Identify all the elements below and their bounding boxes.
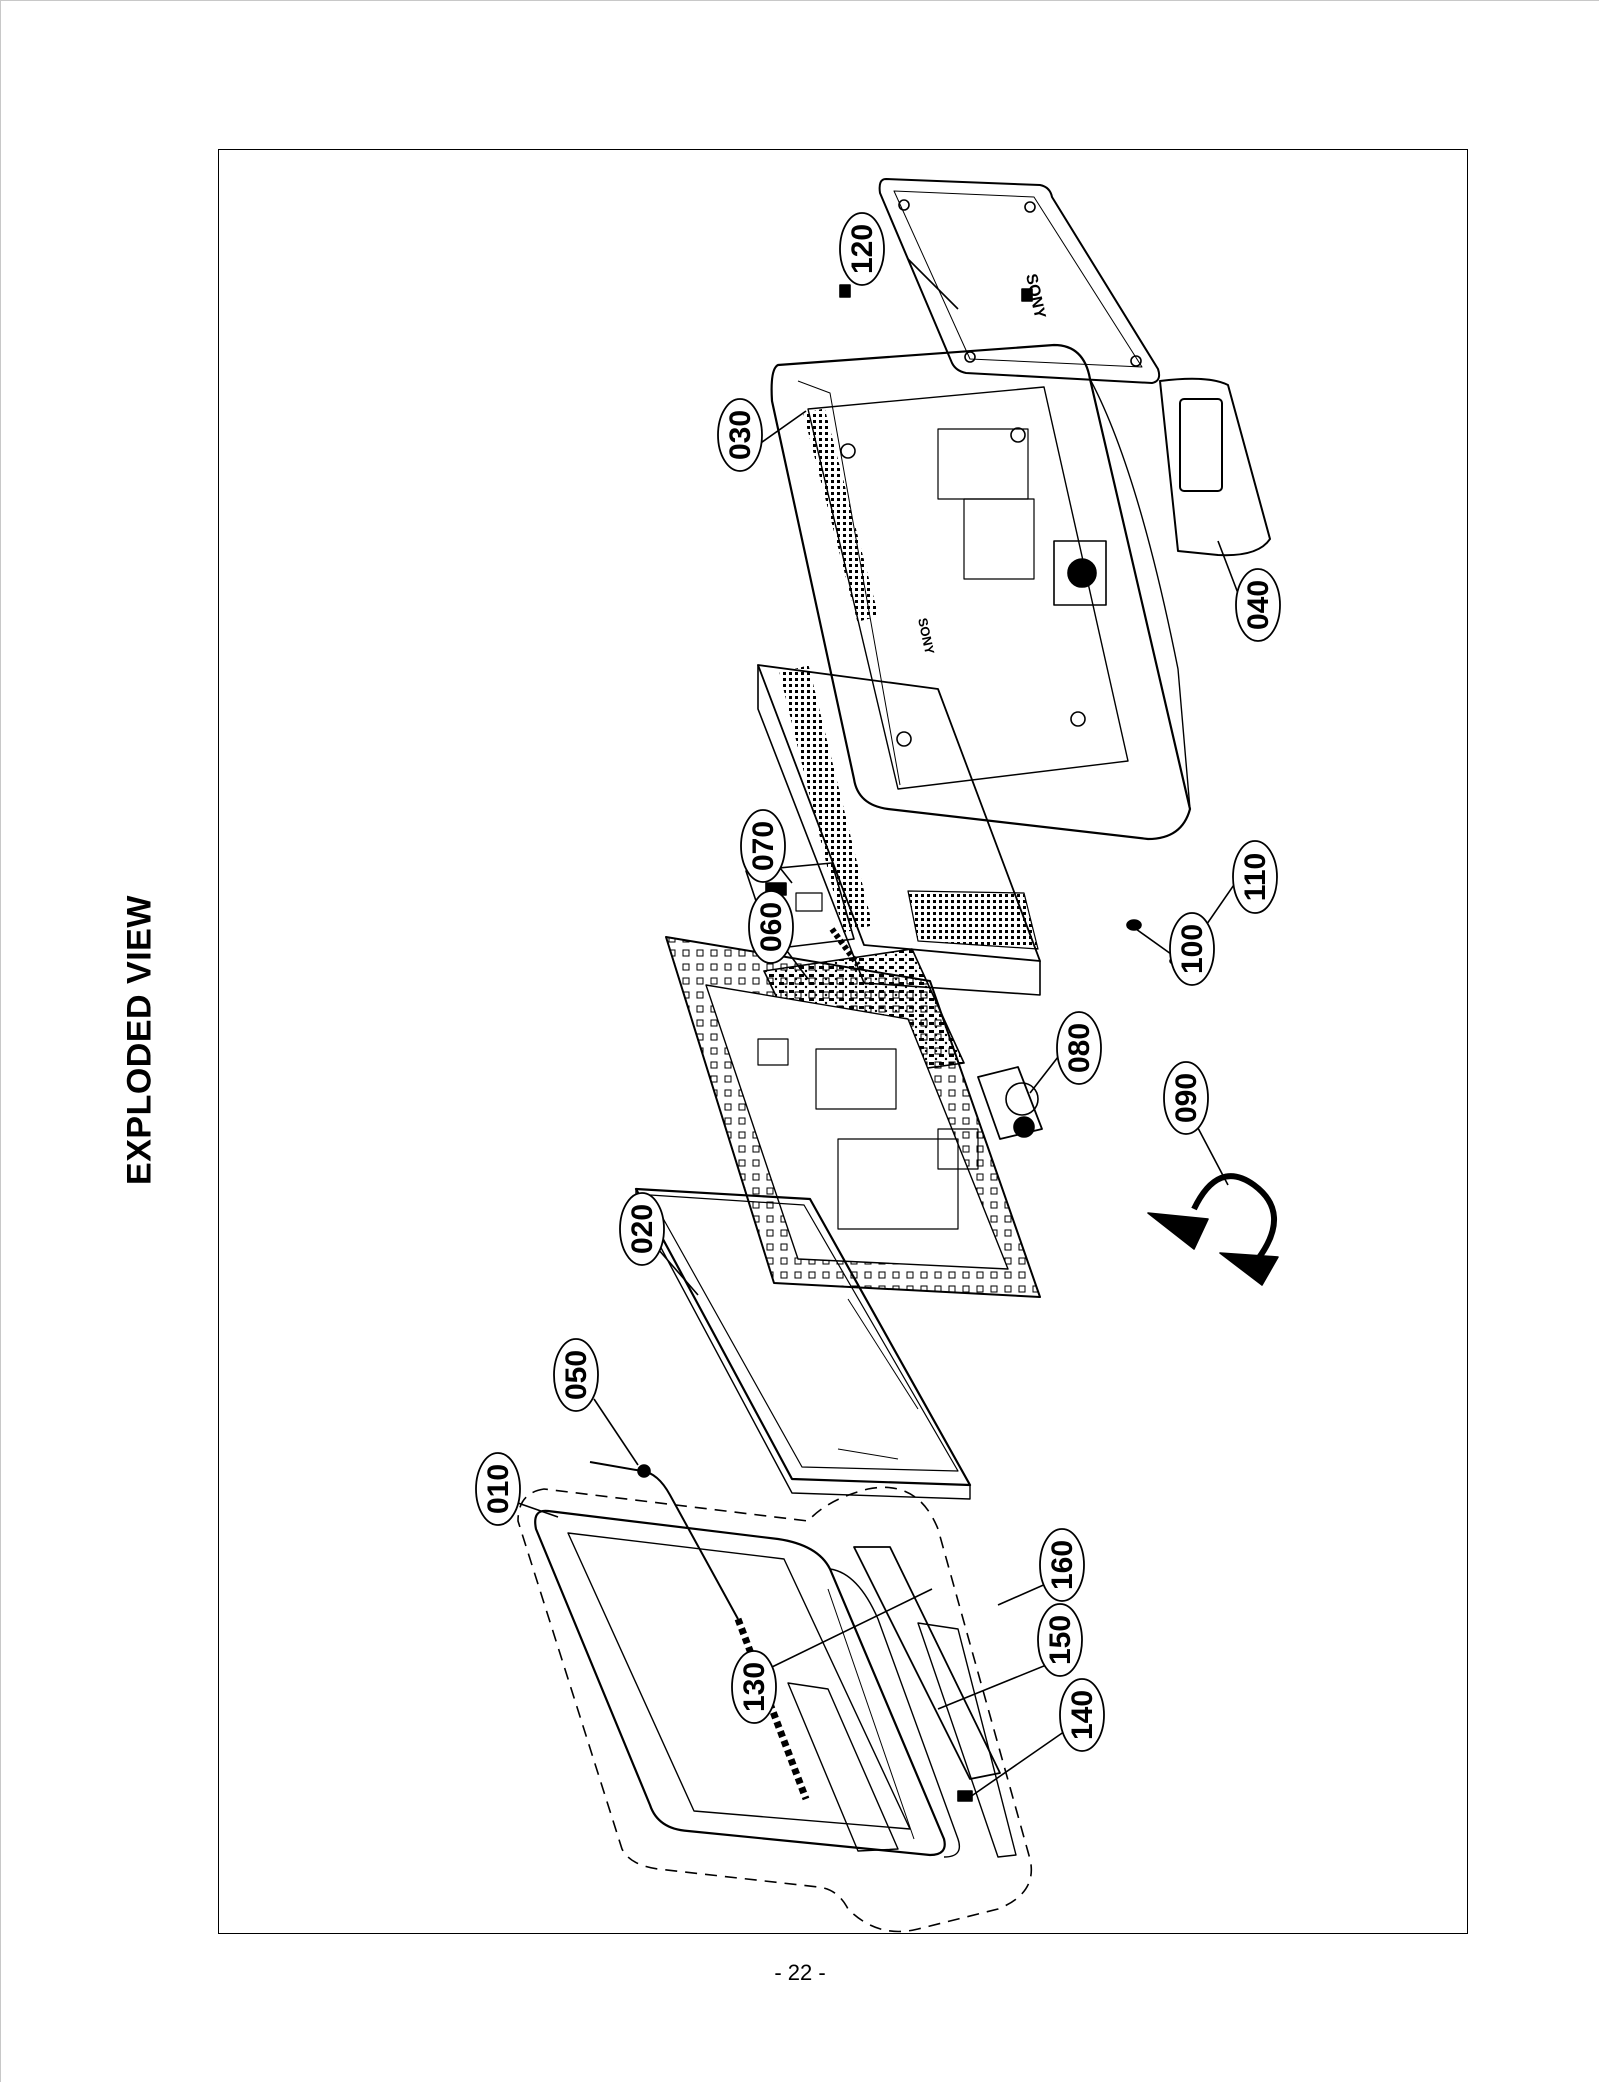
callout-100: 100 — [1169, 912, 1215, 986]
svg-text:080: 080 — [1063, 1023, 1096, 1073]
svg-text:010: 010 — [482, 1464, 515, 1514]
svg-text:140: 140 — [1066, 1690, 1099, 1740]
svg-text:100: 100 — [1176, 924, 1209, 974]
exploded-view-diagram: SONY SONY — [475, 178, 1281, 1933]
part-010-front-bezel — [534, 1509, 961, 1858]
svg-text:120: 120 — [846, 224, 879, 274]
callout-050: 050 — [553, 1338, 599, 1412]
svg-text:130: 130 — [738, 1662, 771, 1712]
callout-080: 080 — [1056, 1011, 1102, 1085]
group-boundary-010 — [517, 1486, 1032, 1933]
part-040-stand-cover — [1159, 377, 1271, 557]
part-160-bottom-trim — [853, 1546, 1017, 1858]
svg-text:070: 070 — [747, 821, 780, 871]
part-120-back-cover: SONY — [878, 178, 1161, 384]
part-030-rear-cabinet: SONY — [770, 343, 1192, 841]
callout-010: 010 — [475, 1452, 521, 1526]
callout-140: 140 — [1059, 1678, 1105, 1752]
callout-120: 120 — [839, 212, 885, 286]
svg-text:040: 040 — [1242, 580, 1275, 630]
callouts: 120 030 040 070 110 060 100 080 090 020 — [475, 212, 1281, 1752]
svg-text:160: 160 — [1046, 1540, 1079, 1590]
svg-text:030: 030 — [724, 410, 757, 460]
callout-160: 160 — [1039, 1528, 1085, 1602]
callout-030: 030 — [717, 398, 763, 472]
part-130-bracket — [787, 1682, 899, 1852]
callout-040: 040 — [1235, 568, 1281, 642]
page-title: EXPLODED VIEW — [120, 895, 159, 1185]
svg-text:020: 020 — [626, 1204, 659, 1254]
part-080-module — [977, 1066, 1043, 1140]
page-number: - 22 - — [774, 1960, 826, 1985]
part-140-clip — [957, 1790, 973, 1802]
svg-text:150: 150 — [1044, 1615, 1077, 1665]
part-050-cable-harness — [589, 1461, 739, 1620]
svg-text:090: 090 — [1170, 1073, 1203, 1123]
screws-030 — [839, 284, 1033, 302]
callout-110: 110 — [1232, 840, 1278, 914]
svg-text:060: 060 — [755, 902, 788, 952]
svg-text:050: 050 — [560, 1350, 593, 1400]
callout-090: 090 — [1163, 1061, 1209, 1135]
callout-060: 060 — [748, 890, 794, 964]
part-090-cable — [1147, 1173, 1279, 1286]
callout-150: 150 — [1037, 1603, 1083, 1677]
diagram-frame — [218, 149, 1468, 1934]
callout-130: 130 — [731, 1650, 777, 1724]
sony-logo-rear-cabinet: SONY — [915, 617, 937, 656]
callout-070: 070 — [740, 809, 786, 883]
svg-text:110: 110 — [1239, 853, 1272, 901]
callout-020: 020 — [619, 1192, 665, 1266]
